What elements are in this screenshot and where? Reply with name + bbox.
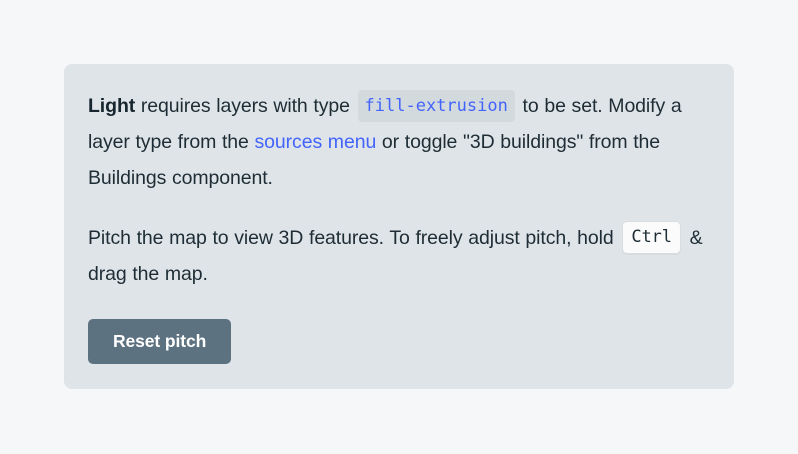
code-chip-fill-extrusion: fill-extrusion [357,90,515,122]
text-after-sources-link: or toggle "3D buildings" from the Buildi… [88,131,661,189]
button-row: Reset pitch [88,319,710,364]
paragraph-light-requirements: Light requires layers with type fill-ext… [88,88,710,196]
style-name-light: Light [88,95,136,117]
reset-pitch-button[interactable]: Reset pitch [88,319,232,364]
text-before-ctrl-key: Pitch the map to view 3D features. To fr… [88,227,620,249]
kbd-chip-ctrl: Ctrl [622,221,681,254]
text-after-style-name: requires layers with type [135,95,356,117]
paragraph-pitch-instructions: Pitch the map to view 3D features. To fr… [88,220,710,292]
text-after-ctrl-key: & drag the map. [88,227,703,285]
info-card: Light requires layers with type fill-ext… [64,64,734,389]
sources-menu-link[interactable]: sources menu [254,131,377,153]
text-after-code-chip: to be set. Modify a layer type from the [88,95,682,153]
